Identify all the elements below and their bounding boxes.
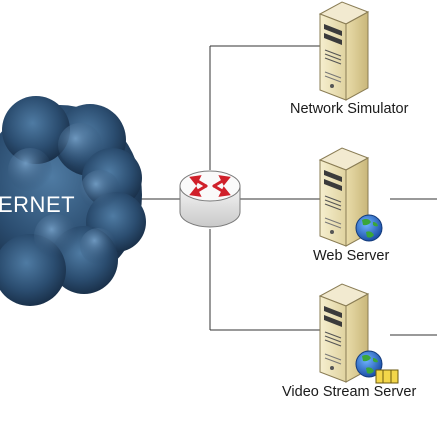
server-icon-video-stream-server bbox=[319, 283, 399, 384]
server-icon-web-server bbox=[319, 147, 383, 247]
server-icon-network-simulator bbox=[319, 1, 369, 101]
network-simulator-label: Network Simulator bbox=[290, 101, 409, 117]
globe-icon bbox=[355, 214, 383, 242]
video-stream-server-label: Video Stream Server bbox=[282, 384, 417, 400]
video-film-icon bbox=[375, 369, 399, 384]
connection-lines bbox=[135, 45, 437, 336]
internet-label: ERNET bbox=[0, 192, 76, 217]
internet-cloud bbox=[0, 96, 146, 306]
web-server-label: Web Server bbox=[313, 248, 390, 264]
router-icon bbox=[179, 170, 241, 228]
